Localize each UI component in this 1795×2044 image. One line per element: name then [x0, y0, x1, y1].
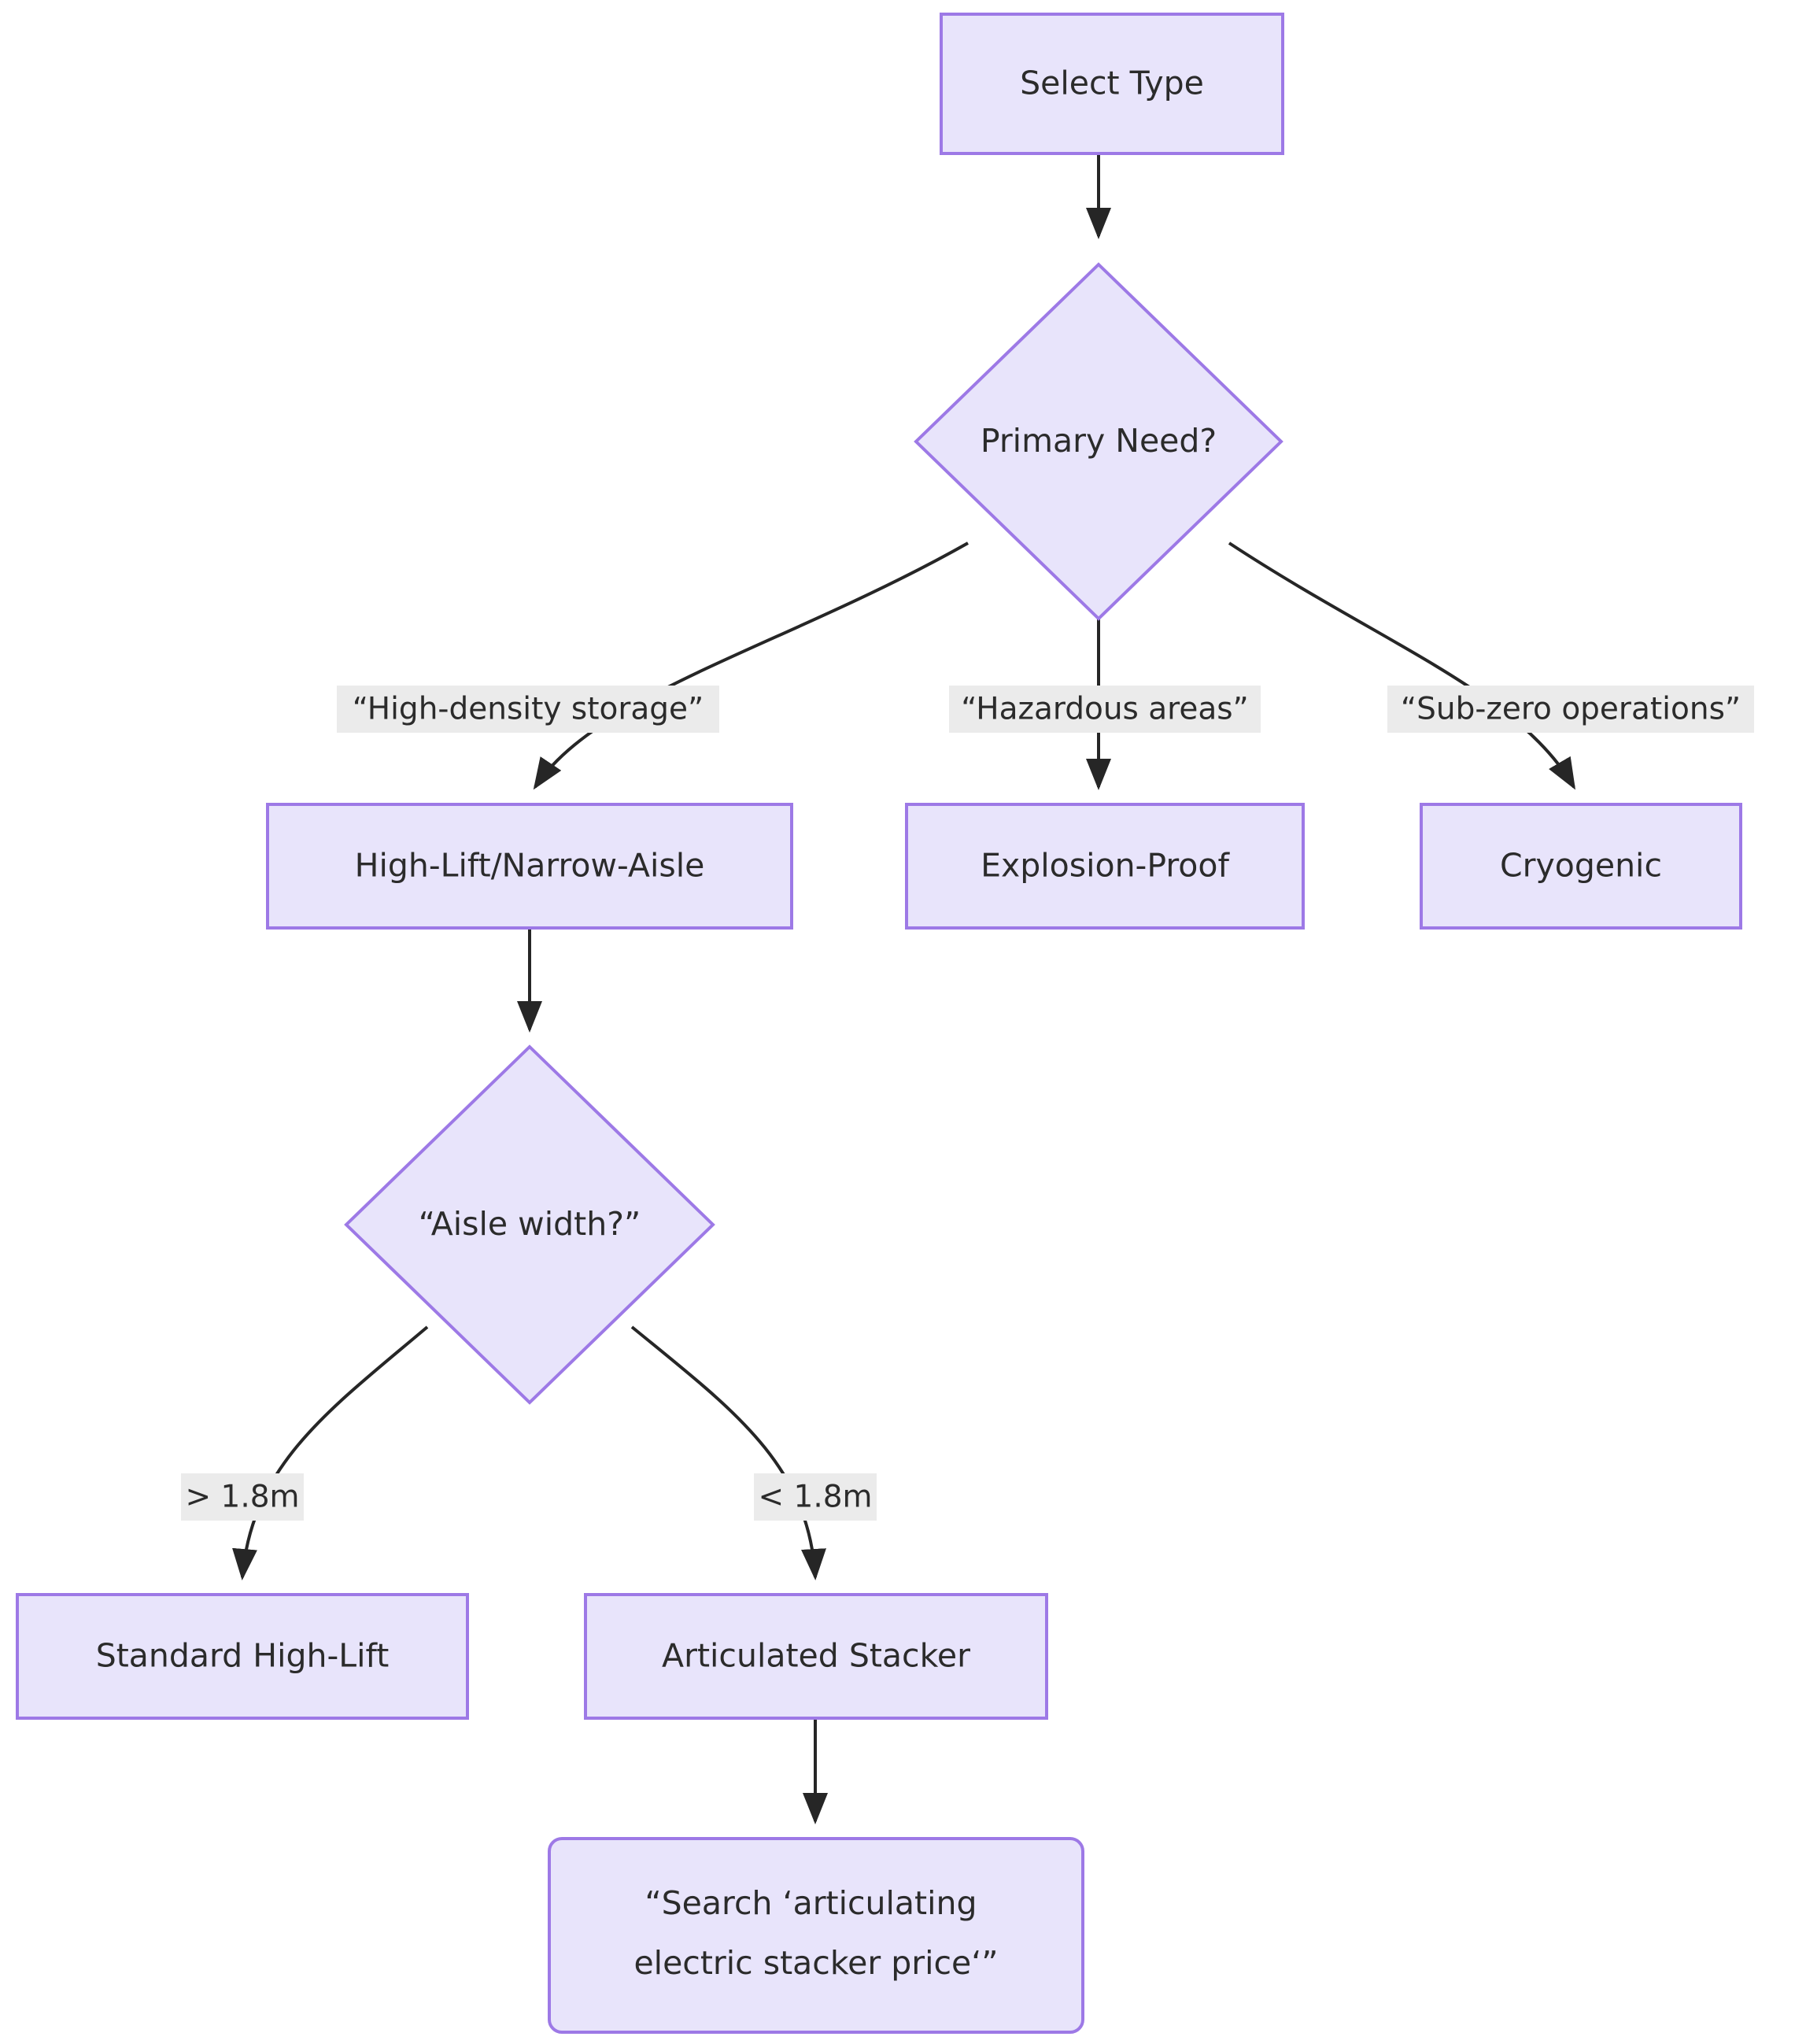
edge-labels-layer: “High-density storage” “Hazardous areas”… — [181, 686, 1754, 1521]
node-primary-need[interactable]: Primary Need? — [914, 262, 1283, 621]
node-explosion-proof-shape[interactable] — [905, 803, 1305, 930]
node-select-type[interactable]: Select Type — [940, 13, 1284, 155]
node-select-type-label: Select Type — [1020, 65, 1204, 102]
node-search-query-line-1: “Search ‘articulating — [645, 1884, 977, 1922]
node-standard-high-lift[interactable]: Standard High-Lift — [16, 1593, 469, 1720]
edge-label-greater-than-1-8m: > 1.8m — [181, 1473, 304, 1521]
edge-primary-need-to-cryogenic — [1228, 541, 1576, 790]
node-articulated-stacker[interactable]: Articulated Stacker — [584, 1593, 1048, 1720]
edge-label-hazardous-areas: “Hazardous areas” — [949, 686, 1261, 733]
node-high-lift-narrow-aisle-shape[interactable] — [266, 803, 793, 930]
edge-label-background — [754, 1473, 877, 1521]
node-cryogenic[interactable]: Cryogenic — [1420, 803, 1742, 930]
nodes-layer: Select Type Primary Need? High-Lift/Narr… — [16, 13, 1742, 2034]
edge-label-sub-zero-operations: “Sub-zero operations” — [1387, 686, 1754, 733]
node-cryogenic-label: Cryogenic — [1500, 847, 1662, 885]
edge-label-text: “High-density storage” — [353, 692, 704, 727]
node-explosion-proof[interactable]: Explosion-Proof — [905, 803, 1305, 930]
node-explosion-proof-label: Explosion-Proof — [981, 847, 1230, 885]
edge-aisle-width-to-articulated-stacker — [630, 1325, 826, 1580]
node-aisle-width-label: “Aisle width?” — [419, 1205, 641, 1243]
edge-label-text: < 1.8m — [758, 1480, 872, 1515]
node-standard-high-lift-shape[interactable] — [16, 1593, 469, 1720]
node-primary-need-label: Primary Need? — [981, 422, 1217, 460]
node-cryogenic-shape[interactable] — [1420, 803, 1742, 930]
edge-primary-need-to-high-lift — [533, 541, 969, 790]
node-search-query-shape[interactable] — [548, 1837, 1084, 2034]
node-search-query-line-2: electric stacker price‘” — [633, 1944, 998, 1982]
edge-label-high-density-storage: “High-density storage” — [337, 686, 719, 733]
node-articulated-stacker-shape[interactable] — [584, 1593, 1048, 1720]
edge-label-background — [337, 686, 719, 733]
edge-label-background — [181, 1473, 304, 1521]
node-high-lift-narrow-aisle-label: High-Lift/Narrow-Aisle — [355, 847, 705, 885]
node-high-lift-narrow-aisle[interactable]: High-Lift/Narrow-Aisle — [266, 803, 793, 930]
edge-label-background — [949, 686, 1261, 733]
node-articulated-stacker-label: Articulated Stacker — [662, 1637, 970, 1675]
edge-aisle-width-to-standard-high-lift — [232, 1325, 429, 1580]
node-select-type-shape[interactable] — [940, 13, 1284, 155]
node-primary-need-shape[interactable] — [914, 262, 1283, 621]
edge-label-text: > 1.8m — [185, 1480, 299, 1515]
edge-label-text: “Hazardous areas” — [961, 692, 1249, 727]
edge-label-less-than-1-8m: < 1.8m — [754, 1473, 877, 1521]
node-standard-high-lift-label: Standard High-Lift — [96, 1637, 390, 1675]
node-search-query[interactable]: “Search ‘articulating electric stacker p… — [548, 1837, 1084, 2034]
edge-label-background — [1387, 686, 1754, 733]
edges-layer — [232, 153, 1576, 1824]
node-search-query-label: “Search ‘articulating electric stacker p… — [633, 1884, 998, 1982]
edge-label-text: “Sub-zero operations” — [1401, 692, 1741, 727]
node-aisle-width-shape[interactable] — [344, 1044, 715, 1405]
node-aisle-width[interactable]: “Aisle width?” — [344, 1044, 715, 1405]
